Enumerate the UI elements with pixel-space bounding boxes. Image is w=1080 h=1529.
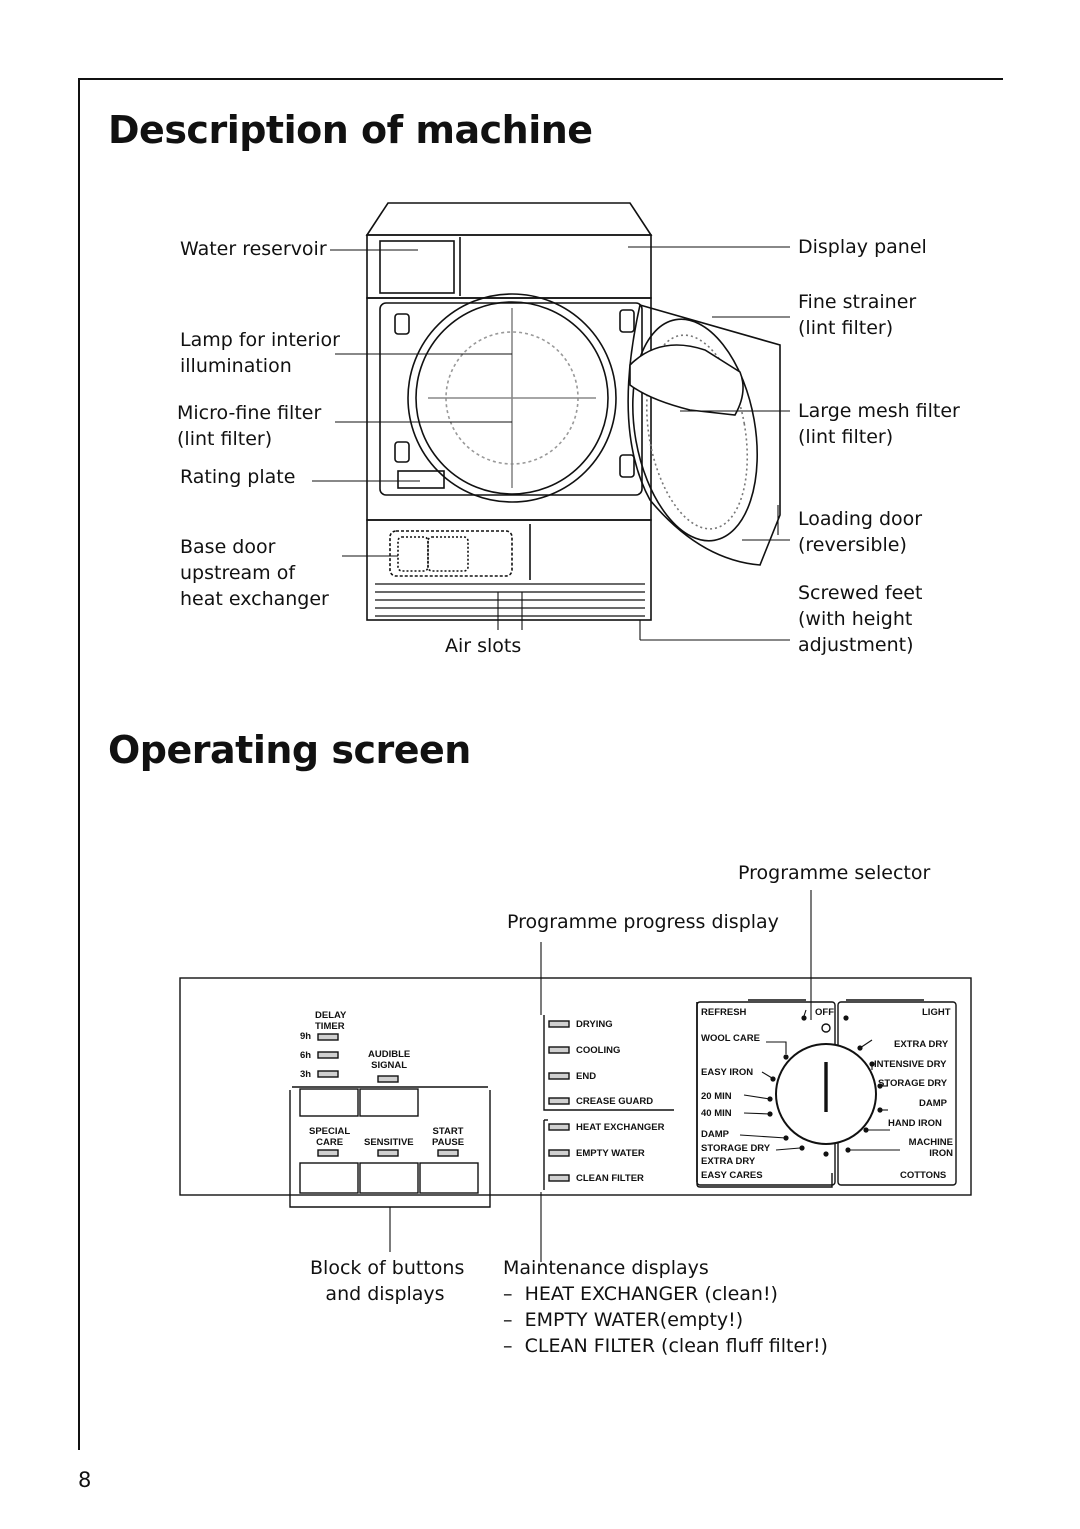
page-frame-left-rule — [78, 78, 80, 1450]
programme-damp-right: DAMP — [919, 1098, 947, 1109]
fine-strainer — [629, 344, 744, 416]
programme-refresh: REFRESH — [701, 1007, 747, 1018]
programme-20-min: 20 MIN — [701, 1091, 732, 1102]
operating-panel-outline — [179, 977, 972, 1196]
leader-lines — [312, 246, 790, 641]
programme-storage-dry-right: STORAGE DRY — [878, 1078, 948, 1089]
maintenance-clean-filter: CLEAN FILTER — [576, 1173, 644, 1184]
progress-cooling: COOLING — [576, 1045, 621, 1056]
panel-sensitive-label: SENSITIVE — [364, 1137, 414, 1148]
heading-operating-screen: Operating screen — [108, 728, 471, 772]
progress-end: END — [576, 1071, 597, 1082]
base-door — [389, 530, 513, 577]
programme-cottons: COTTONS — [900, 1170, 947, 1181]
programme-extra-dry-right: EXTRA DRY — [894, 1039, 949, 1050]
maintenance-item: HEAT EXCHANGER (clean!) — [503, 1281, 828, 1307]
label-loading-door: Loading door(reversible) — [798, 508, 923, 556]
programme-hand-iron: HAND IRON — [888, 1118, 942, 1129]
maintenance-item: CLEAN FILTER (clean fluff filter!) — [503, 1333, 828, 1359]
label-large-mesh-filter: Large mesh filter(lint filter) — [798, 400, 960, 448]
label-programme-selector: Programme selector — [738, 862, 931, 884]
programme-extra-dry-left: EXTRA DRY — [701, 1156, 756, 1167]
panel-6h-label: 6h — [300, 1050, 312, 1061]
drum-opening — [407, 293, 617, 503]
maintenance-empty-water: EMPTY WATER — [576, 1148, 645, 1159]
label-water-reservoir: Water reservoir — [180, 238, 327, 260]
air-slots-grille — [375, 583, 645, 617]
large-mesh-filter — [645, 334, 749, 530]
label-maintenance-displays: Maintenance displays — [503, 1257, 709, 1279]
heading-description-of-machine: Description of machine — [108, 108, 593, 152]
programme-intensive-dry: INTENSIVE DRY — [874, 1059, 947, 1070]
progress-drying: DRYING — [576, 1019, 613, 1030]
panel-3h-label: 3h — [300, 1069, 312, 1080]
water-reservoir-drawer — [379, 240, 455, 294]
label-air-slots: Air slots — [445, 635, 522, 657]
label-display-panel: Display panel — [798, 236, 927, 258]
programme-easy-cares: EASY CARES — [701, 1170, 763, 1181]
button-start-pause — [419, 1162, 479, 1194]
programme-off: OFF — [815, 1007, 834, 1018]
maintenance-displays-list: HEAT EXCHANGER (clean!) EMPTY WATER(empt… — [503, 1281, 828, 1359]
rating-plate — [397, 470, 445, 489]
programme-light: LIGHT — [922, 1007, 951, 1018]
maintenance-heat-exchanger: HEAT EXCHANGER — [576, 1122, 665, 1133]
button-audible-right — [359, 1088, 419, 1117]
label-fine-strainer: Fine strainer(lint filter) — [798, 291, 917, 339]
label-programme-progress-display: Programme progress display — [507, 911, 779, 933]
panel-9h-label: 9h — [300, 1031, 312, 1042]
button-special-care — [299, 1162, 359, 1194]
page-frame-top-rule — [78, 78, 1003, 80]
page-number: 8 — [78, 1468, 92, 1492]
button-sensitive — [359, 1162, 419, 1194]
button-audible-left — [299, 1088, 359, 1117]
programme-40-min: 40 MIN — [701, 1108, 732, 1119]
label-rating-plate: Rating plate — [180, 466, 296, 488]
loading-door — [627, 303, 781, 566]
programme-storage-dry-left: STORAGE DRY — [701, 1143, 771, 1154]
programme-damp-left: DAMP — [701, 1129, 729, 1140]
label-microfine-filter: Micro-fine filter(lint filter) — [177, 402, 322, 450]
programme-wool-care: WOOL CARE — [701, 1033, 760, 1044]
door-window — [631, 318, 759, 542]
machine-base — [366, 519, 652, 621]
maintenance-item: EMPTY WATER(empty!) — [503, 1307, 828, 1333]
progress-crease-guard: CREASE GUARD — [576, 1096, 654, 1107]
button-block-outline — [289, 1090, 491, 1208]
programme-easy-iron: EASY IRON — [701, 1067, 754, 1078]
